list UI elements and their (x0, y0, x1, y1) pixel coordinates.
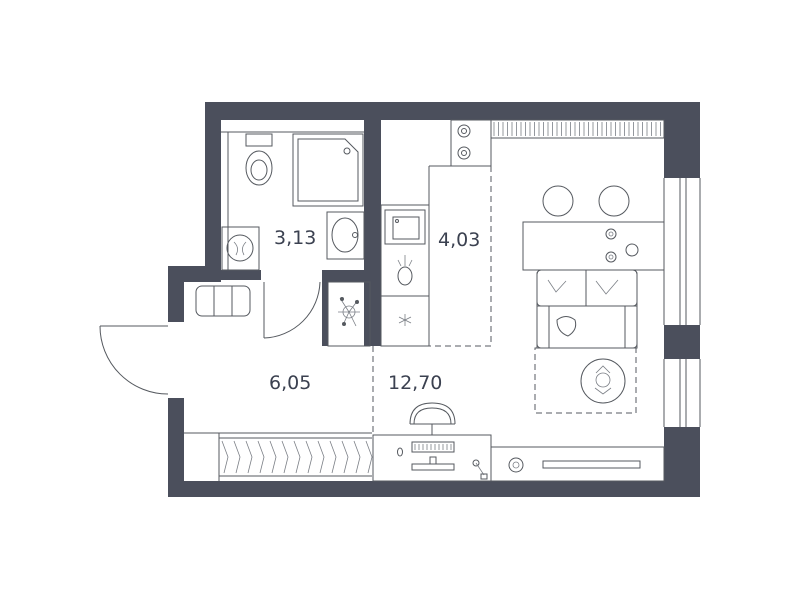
kitchen-counter (380, 204, 430, 347)
washing-machine-icon (221, 226, 260, 271)
area-labels: 3,13 4,03 6,05 12,70 (269, 227, 480, 394)
shower-tray-icon (292, 133, 364, 207)
wall-bath-bottom-left (221, 270, 261, 280)
sofa-icon (536, 269, 638, 349)
rug (534, 347, 637, 414)
wardrobe-icon (184, 432, 373, 481)
shoe-cabinet-icon (195, 285, 251, 317)
area-label-hallway: 6,05 (269, 372, 311, 394)
desk-chair-icon (409, 402, 456, 435)
cushion-icon (556, 316, 577, 337)
wall-bath-bottom-right (322, 270, 370, 282)
window-lower (663, 359, 701, 427)
decor-icon (508, 457, 524, 473)
wall-left-hall-upper (168, 266, 184, 322)
area-label-living-room: 12,70 (388, 372, 442, 394)
wall-top (205, 102, 700, 120)
entrance-door (99, 325, 169, 395)
wall-left-hall-lower (168, 398, 184, 497)
bar-stool-icon (598, 185, 630, 217)
wall-left-bath (205, 102, 221, 282)
kitchen-sink-icon (384, 209, 426, 245)
plant-icon (338, 297, 360, 327)
wall-right-middle (664, 325, 700, 359)
living-room (372, 119, 665, 482)
kitchen (380, 119, 492, 347)
coffee-table-icon (580, 358, 626, 404)
closet (327, 281, 371, 347)
bathroom-sink-icon (326, 211, 365, 260)
curtains-icon (490, 119, 665, 139)
bar-counter (522, 221, 665, 271)
area-label-kitchen: 4,03 (438, 229, 480, 251)
appliance-icon (381, 255, 429, 297)
wall-right-upper (664, 102, 700, 178)
window-upper (663, 178, 701, 325)
tableware-icon (605, 228, 639, 263)
toilet-icon (245, 133, 273, 186)
bathroom-door (263, 281, 321, 339)
desk-icon (372, 434, 492, 482)
bathroom (221, 131, 365, 339)
hallway (184, 285, 373, 481)
cooktop-icon (450, 119, 492, 167)
wall-closet-left (322, 270, 328, 346)
tv-console-icon (490, 446, 665, 482)
wall-bottom (168, 481, 700, 497)
area-label-bathroom: 3,13 (274, 227, 316, 249)
bar-stool-icon (542, 185, 574, 217)
snowflake-icon (398, 314, 412, 326)
wall-bath-kitchen (364, 114, 381, 346)
walls (168, 102, 700, 497)
